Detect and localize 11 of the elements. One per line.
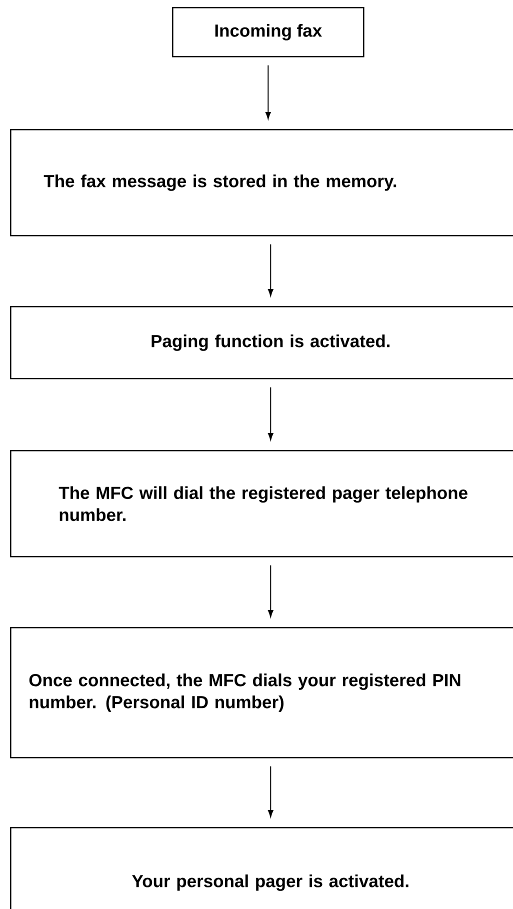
process-box: Your personal pager is activated. xyxy=(10,827,513,909)
process-box: Once connected, the MFC dials your registered PIN number. (Personal ID number) xyxy=(10,627,513,758)
arrow xyxy=(268,564,274,618)
process-box: The fax message is stored in the memory. xyxy=(10,129,513,236)
process-box: The MFC will dial the registered pager telephone number. xyxy=(10,450,513,558)
arrow xyxy=(268,244,274,296)
process-box: Paging function is activated. xyxy=(10,306,513,380)
arrow xyxy=(265,64,271,120)
arrow xyxy=(268,386,274,440)
arrow xyxy=(268,766,274,818)
process-box: Incoming fax xyxy=(172,7,364,58)
